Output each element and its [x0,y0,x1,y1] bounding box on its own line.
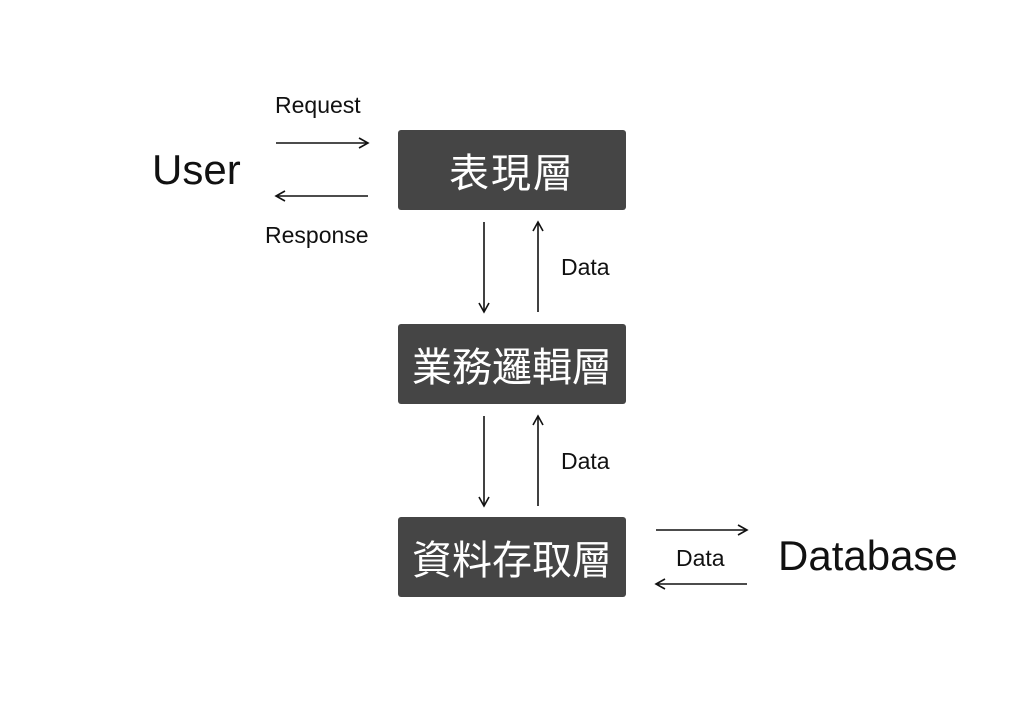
business-logic-layer-label: 業務邏輯層 [412,345,612,391]
user-label: User [152,146,241,193]
data-access-layer-box: 資料存取層 [398,517,626,597]
business-logic-layer-box: 業務邏輯層 [398,324,626,404]
request-label: Request [275,92,361,118]
presentation-layer-label: 表現層 [449,151,575,197]
data-access-layer-label: 資料存取層 [412,538,612,584]
data-label-business-data-access: Data [561,448,610,474]
database-label: Database [778,532,958,579]
data-label-presentation-business: Data [561,254,610,280]
response-label: Response [265,222,369,248]
data-label-data-access-database: Data [676,545,725,571]
presentation-layer-box: 表現層 [398,130,626,210]
